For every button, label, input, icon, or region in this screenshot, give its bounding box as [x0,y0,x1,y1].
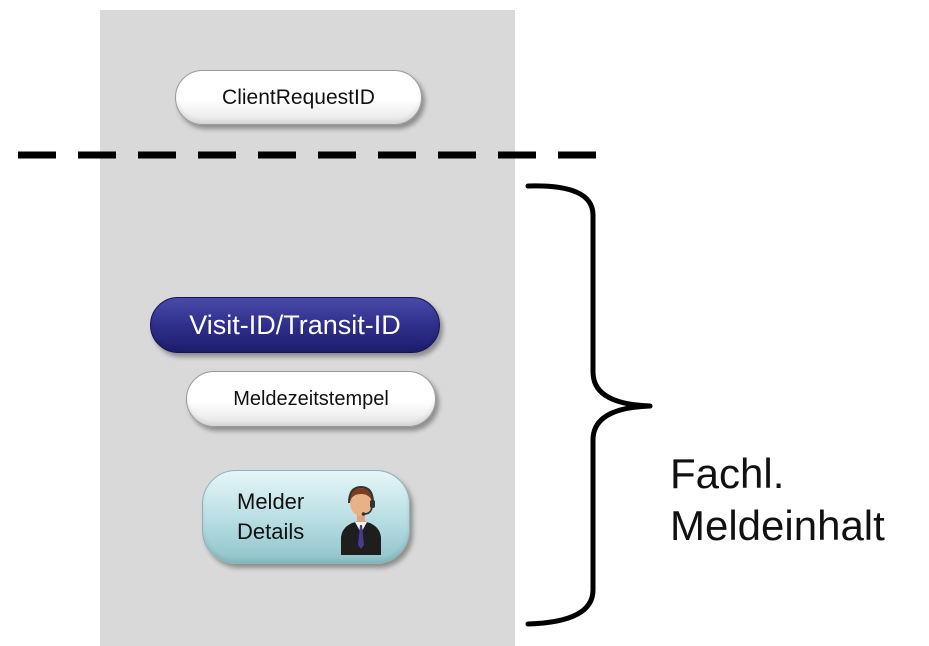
brace-label-line2: Meldeinhalt [670,502,885,549]
melder-label-line2: Details [237,519,305,544]
curly-brace [525,183,653,627]
person-headset-icon [341,485,381,555]
brace-label-line1: Fachl. [670,450,785,497]
melder-label-line1: Melder [237,489,305,514]
client-request-id-label: ClientRequestID [222,85,375,109]
visit-transit-id-label: Visit-ID/Transit-ID [189,309,401,340]
client-request-id-field[interactable]: ClientRequestID [175,70,422,125]
visit-transit-id-field[interactable]: Visit-ID/Transit-ID [150,297,440,353]
meldezeitstempel-label: Meldezeitstempel [233,387,389,410]
meldezeitstempel-field[interactable]: Meldezeitstempel [186,371,436,427]
melder-details-text: Melder Details [237,487,304,547]
melder-details-field[interactable]: Melder Details [202,470,410,564]
brace-label: Fachl. Meldeinhalt [670,448,885,552]
